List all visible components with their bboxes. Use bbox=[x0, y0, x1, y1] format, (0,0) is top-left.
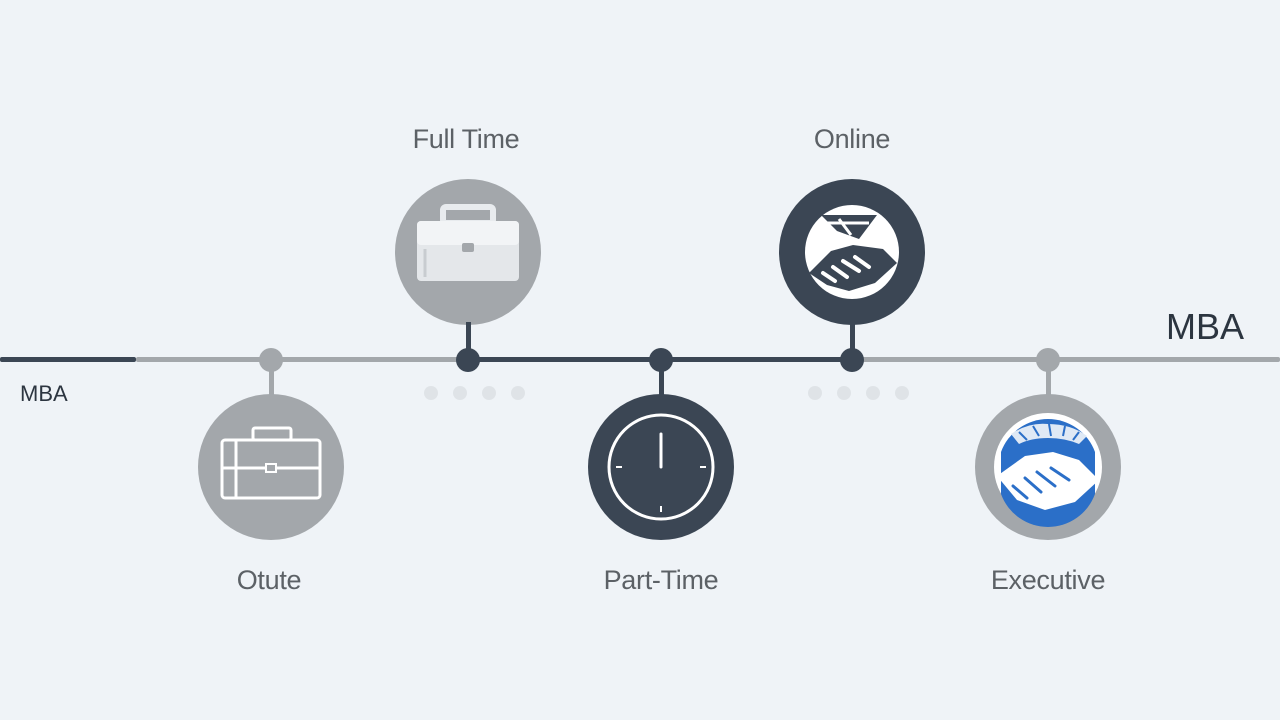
ellipsis-dots bbox=[424, 386, 525, 400]
node-label-online: Online bbox=[813, 124, 891, 154]
node-label-other: Otute bbox=[236, 565, 302, 595]
ellipsis-dot bbox=[424, 386, 438, 400]
ellipsis-dot bbox=[837, 386, 851, 400]
node-label-full-time: Full Time bbox=[412, 124, 520, 154]
node-full-time bbox=[395, 179, 541, 325]
briefcase-icon bbox=[220, 426, 322, 500]
timeline-track-segment bbox=[136, 357, 468, 362]
mba-right-label: MBA bbox=[1166, 306, 1245, 347]
timeline-track-segment bbox=[852, 357, 1280, 362]
node-label-executive: Executive bbox=[990, 565, 1106, 595]
node-connector bbox=[1046, 370, 1051, 396]
node-executive bbox=[975, 394, 1121, 540]
ellipsis-dot bbox=[808, 386, 822, 400]
node-part-time bbox=[588, 394, 734, 540]
timeline-marker bbox=[1036, 348, 1060, 372]
node-label-part-time: Part-Time bbox=[603, 565, 719, 595]
ellipsis-dot bbox=[511, 386, 525, 400]
timeline-track-segment bbox=[0, 357, 136, 362]
clock-icon bbox=[607, 413, 715, 521]
ellipsis-dot bbox=[895, 386, 909, 400]
node-online bbox=[779, 179, 925, 325]
mba-left-label: MBA bbox=[20, 381, 68, 406]
timeline-marker bbox=[259, 348, 283, 372]
timeline-marker bbox=[456, 348, 480, 372]
ellipsis-dots bbox=[808, 386, 909, 400]
node-connector bbox=[466, 322, 471, 352]
handshake-icon bbox=[994, 413, 1102, 527]
ellipsis-dot bbox=[482, 386, 496, 400]
ellipsis-dot bbox=[866, 386, 880, 400]
timeline-marker bbox=[649, 348, 673, 372]
node-connector bbox=[850, 322, 855, 352]
briefcase-icon bbox=[417, 204, 519, 281]
timeline-marker bbox=[840, 348, 864, 372]
handshake-icon bbox=[805, 205, 899, 299]
ellipsis-dot bbox=[453, 386, 467, 400]
node-connector bbox=[659, 370, 664, 396]
node-other bbox=[198, 394, 344, 540]
node-connector bbox=[269, 370, 274, 396]
